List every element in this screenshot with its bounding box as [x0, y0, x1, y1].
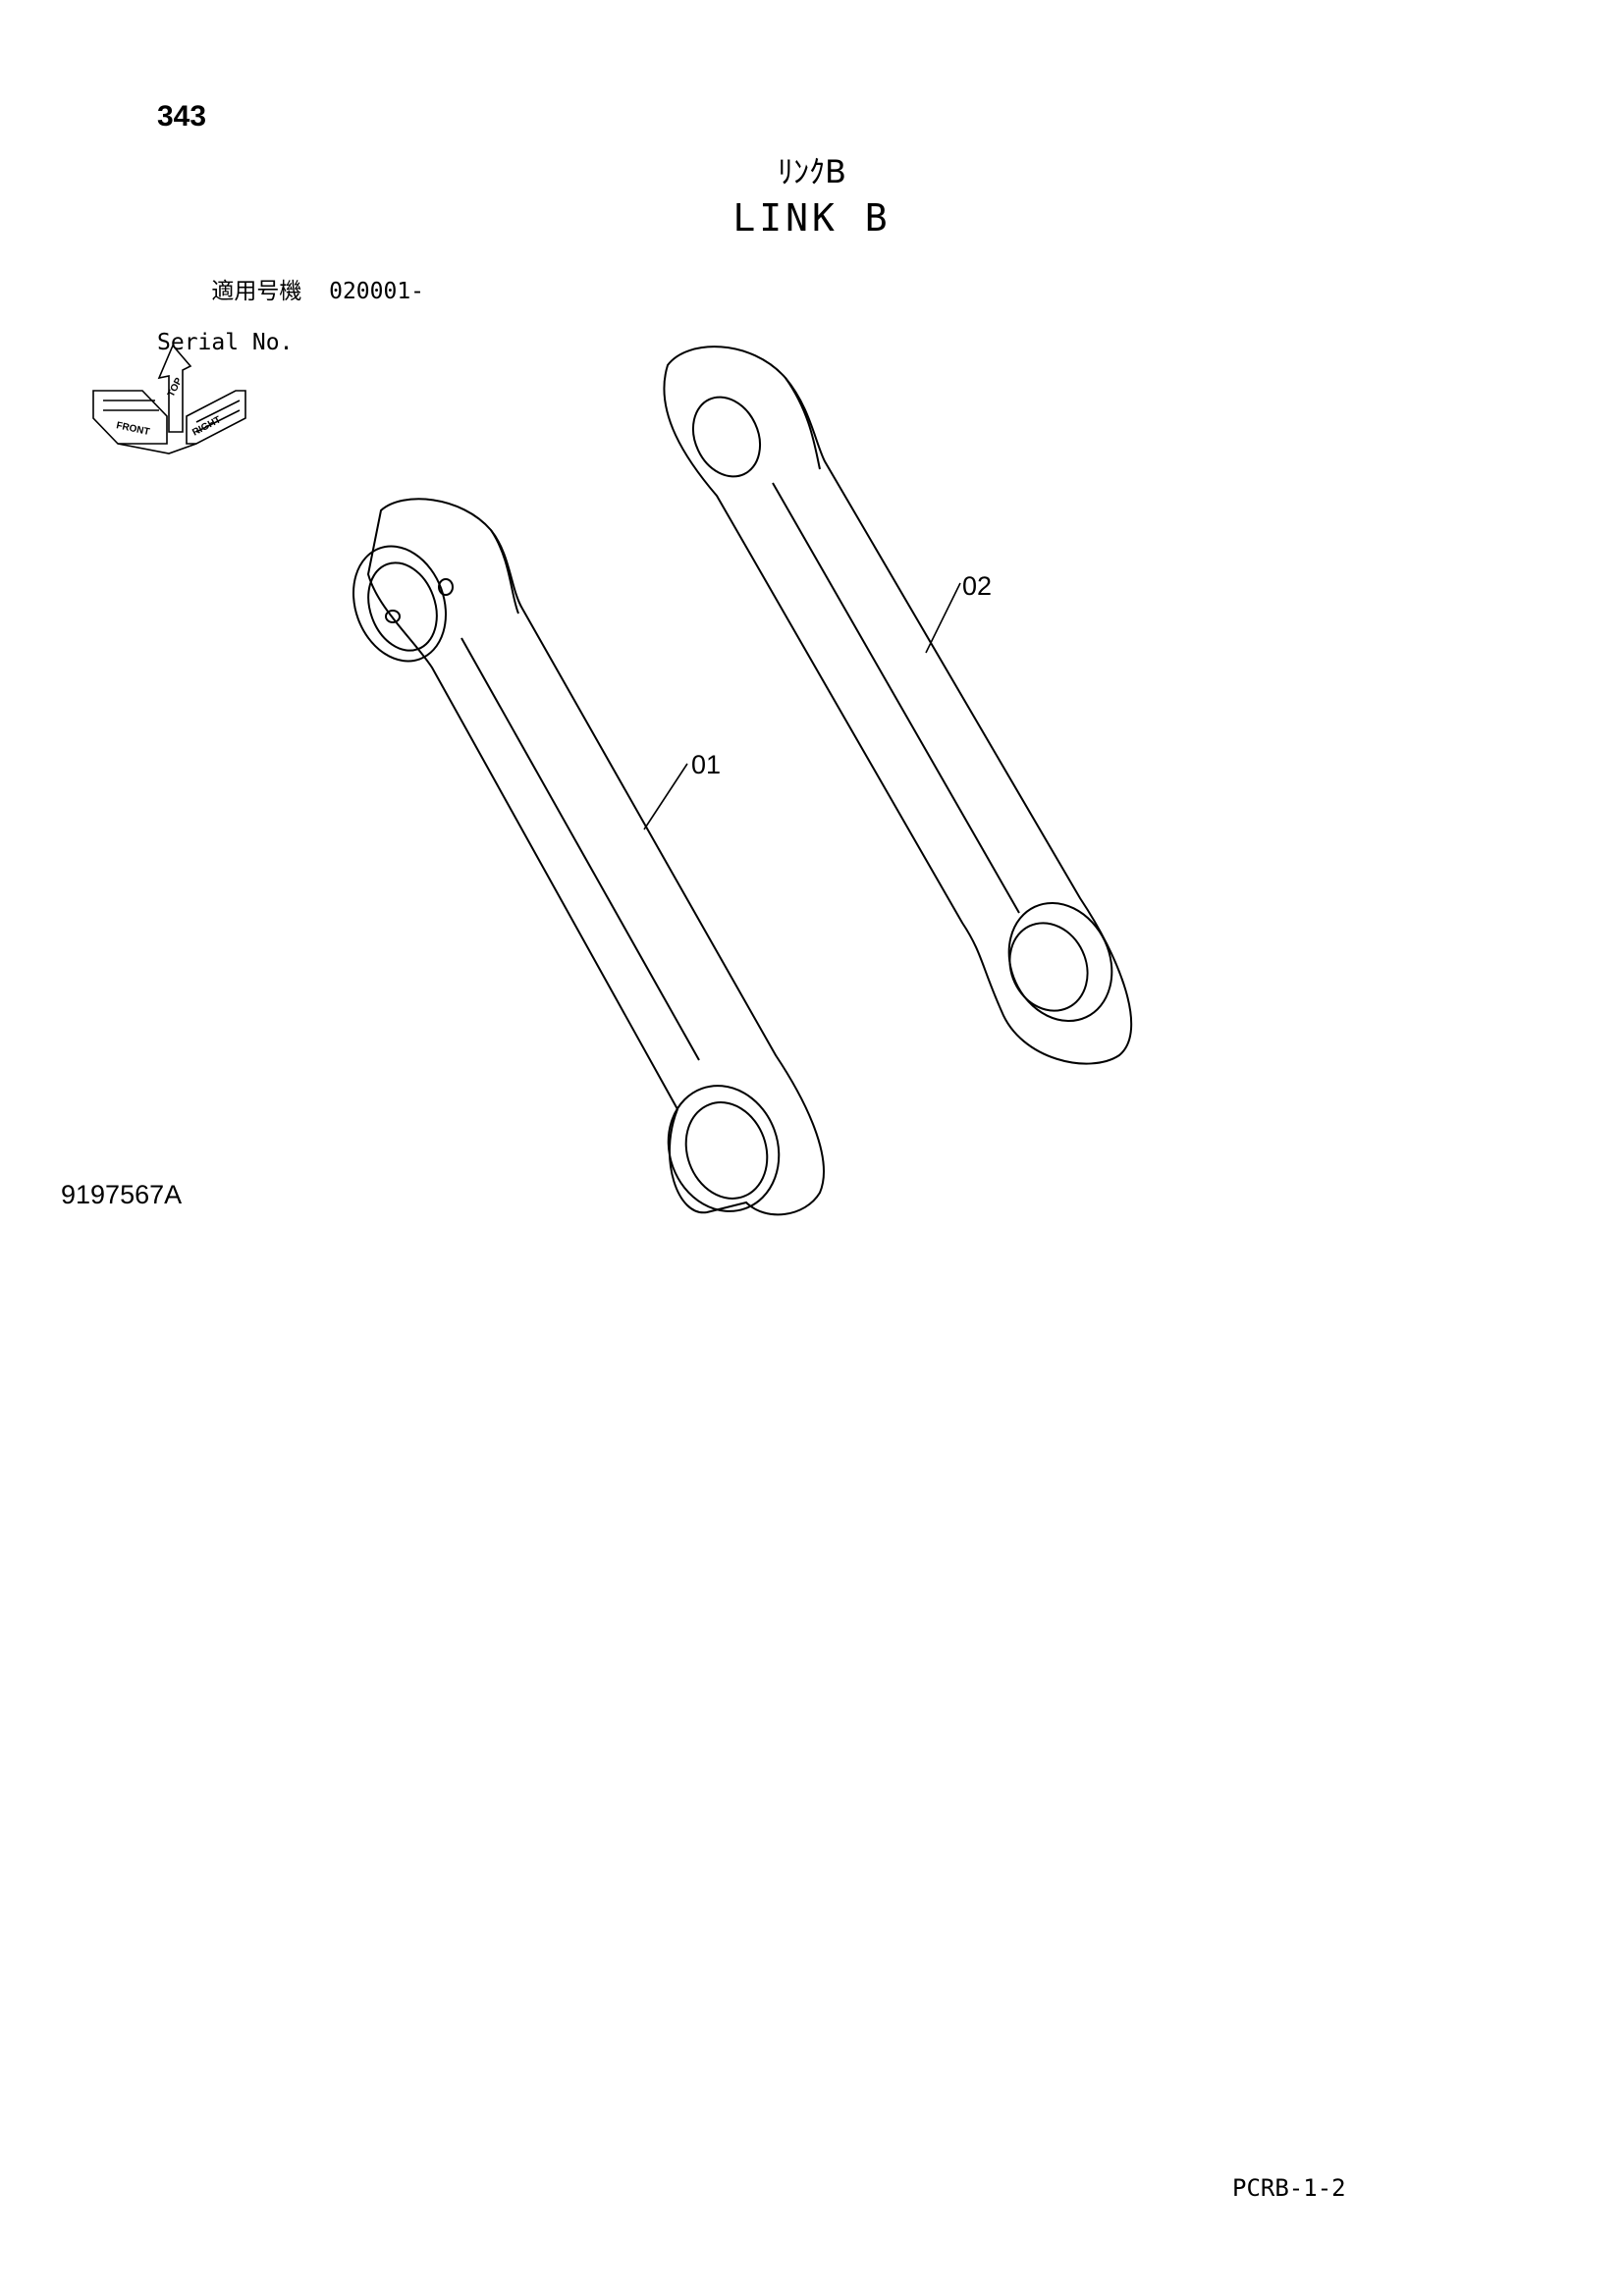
serial-row-japanese: 適用号機 020001- [157, 253, 424, 330]
drawing-number: 9197567A [61, 1180, 183, 1209]
top-boss-bore [367, 561, 438, 652]
hatch-line [195, 409, 241, 433]
callout-label-02: 02 [962, 571, 993, 601]
part-02-link [663, 346, 1133, 1065]
page-title-english: LINK B [732, 196, 892, 240]
page-title-japanese: ﾘﾝｸB [778, 153, 846, 190]
serial-label-japanese: 適用号機 [211, 279, 302, 304]
bottom-boss-bore [684, 1101, 769, 1200]
hatch-line [195, 400, 241, 423]
link-01-side-edge [460, 637, 700, 1061]
right-box-shape [186, 390, 246, 445]
callout-label-01: 01 [691, 750, 722, 779]
orientation-cube-icon [92, 344, 246, 454]
part-01-link [352, 498, 825, 1216]
top-arrow-shape [157, 344, 192, 433]
bottom-boss-outer [667, 1085, 781, 1212]
leader-line-02 [925, 582, 961, 654]
cube-bottom-edge [117, 443, 197, 454]
top-boss-outer [352, 545, 448, 663]
link-02-side-edge [772, 482, 1020, 914]
page-number: 343 [157, 100, 207, 133]
link-01-thickness-top [490, 529, 519, 614]
serial-number-block: 適用号機 020001- Serial No. [157, 253, 424, 355]
top-boss-grease-hole-2 [438, 578, 454, 596]
link-02-outline [663, 346, 1133, 1065]
page-code: PCRB-1-2 [1232, 2174, 1346, 2202]
link-02-upper-hole [691, 396, 762, 478]
link-02-lower-boss-edge [1007, 901, 1113, 1023]
front-box-shape [92, 390, 168, 445]
link-02-lower-hole [1008, 922, 1089, 1012]
leader-line-01 [643, 763, 688, 830]
top-boss-grease-hole-1 [385, 610, 401, 623]
serial-value: 020001- [329, 279, 425, 304]
link-02-thickness-top [785, 377, 821, 470]
